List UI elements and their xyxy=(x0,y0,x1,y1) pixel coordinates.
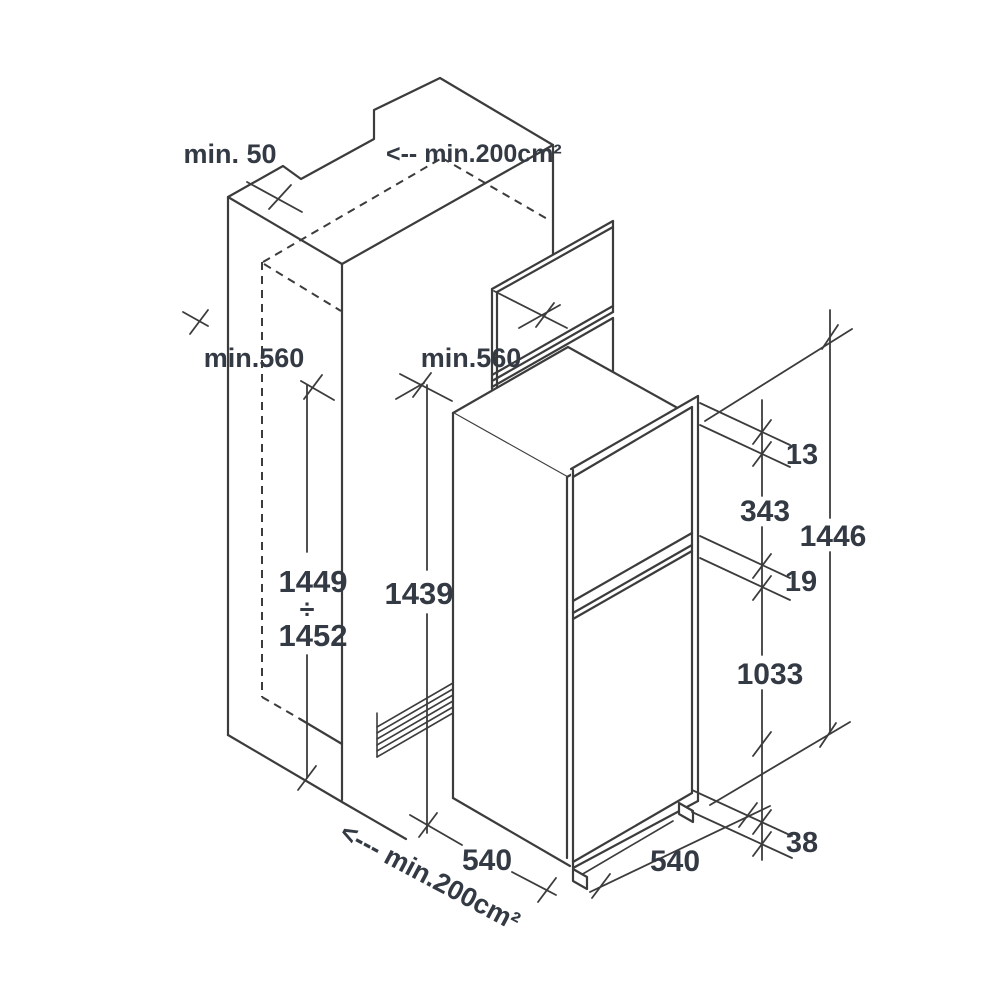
label-plinth-gap: 38 xyxy=(786,827,818,859)
label-door-gap: 19 xyxy=(785,566,817,598)
dimension-lines xyxy=(182,181,853,903)
fridge-freezer-unit xyxy=(451,345,700,891)
label-overall-height: 1446 xyxy=(800,520,867,553)
fridge-left-face xyxy=(453,413,567,860)
label-fridge-door-height: 1033 xyxy=(737,658,804,691)
label-width-base: 540 xyxy=(650,845,700,878)
door-panels xyxy=(490,219,615,391)
label-top-gap: 13 xyxy=(786,439,818,471)
label-niche-depth: min.560 xyxy=(421,343,522,373)
label-freezer-door-height: 343 xyxy=(740,495,790,528)
vent-grille xyxy=(376,682,454,758)
label-top-clearance: min. 50 xyxy=(183,139,276,169)
label-niche-height-max: 1452 xyxy=(279,618,348,653)
label-division-sign: ÷ xyxy=(300,594,315,624)
niche-dashed-lines xyxy=(261,157,550,720)
dimension-labels: min. 50 <-- min.200cm² min.560 min.560 1… xyxy=(183,139,866,937)
fridge-door-face xyxy=(571,396,698,868)
fridge-foot-left xyxy=(571,867,589,891)
label-depth-base: 540 xyxy=(462,844,512,877)
label-inner-height: 1439 xyxy=(385,576,454,611)
label-cabinet-depth: min.560 xyxy=(204,343,305,373)
label-top-vent: <-- min.200cm² xyxy=(386,140,562,168)
fridge-foot-right xyxy=(677,801,695,824)
label-niche-height-min: 1449 xyxy=(279,564,348,599)
